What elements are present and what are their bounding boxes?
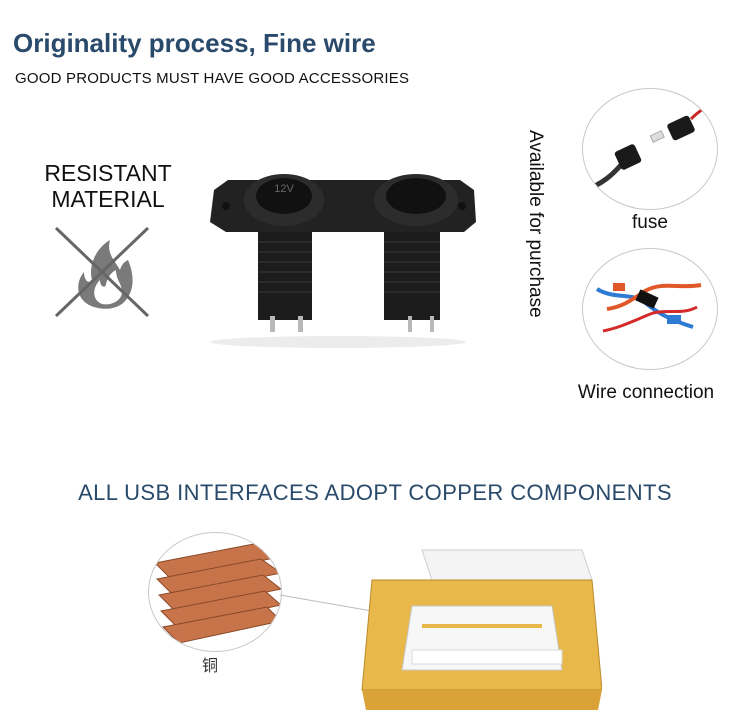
available-for-purchase-text: Available for purchase	[525, 130, 546, 318]
wire-connection-image	[582, 248, 718, 370]
copper-image	[148, 532, 282, 652]
resistant-material-label: RESISTANT MATERIAL	[38, 160, 178, 212]
fuse-caption: fuse	[632, 212, 668, 233]
usb-copper-banner: ALL USB INTERFACES ADOPT COPPER COMPONEN…	[78, 480, 672, 505]
no-fire-icon	[54, 226, 150, 318]
dual-socket-panel: 12V	[210, 174, 476, 348]
fuse-image	[582, 88, 718, 210]
page-title: Originality process, Fine wire	[13, 28, 376, 58]
socket-label: 12V	[274, 183, 294, 195]
resist-line-1: RESISTANT	[44, 160, 172, 186]
copper-sheets-icon	[153, 542, 281, 644]
wire-connection-caption: Wire connection	[577, 382, 715, 403]
copper-label: 铜	[202, 658, 219, 675]
resist-line-2: MATERIAL	[51, 186, 165, 212]
usb-port-icon	[361, 549, 602, 710]
wire-connector-icon	[595, 283, 702, 333]
page-subtitle: GOOD PRODUCTS MUST HAVE GOOD ACCESSORIES	[15, 70, 410, 87]
fuse-holder-icon	[583, 101, 717, 194]
